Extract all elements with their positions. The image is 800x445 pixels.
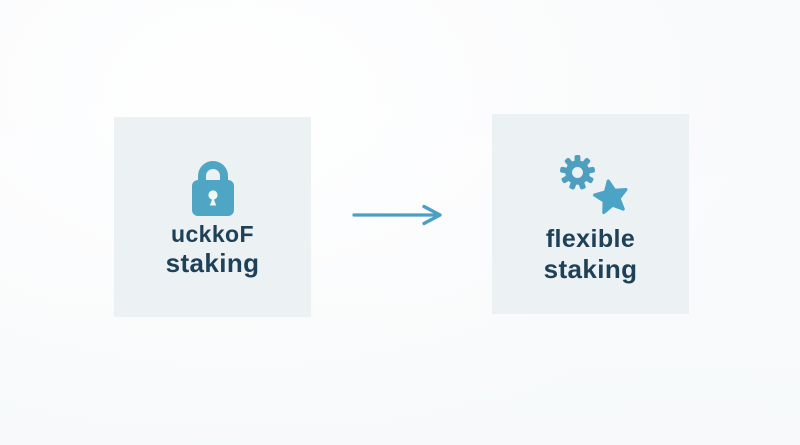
locked-staking-label: uckkoF staking [114,221,311,278]
flexible-staking-label-line1: flexible [545,225,636,253]
star-icon [592,178,630,215]
flexible-staking-label-line2: staking [543,254,638,284]
arrow-right-icon [352,204,444,226]
flexible-icons-cluster [492,114,689,224]
locked-staking-label-line2: staking [165,248,260,278]
gear-icon [558,153,597,192]
locked-staking-label-line1: uckkoF [171,221,254,247]
lock-icon [190,158,236,218]
flexible-staking-card: flexible staking [492,114,689,314]
flexible-staking-label: flexible staking [492,224,689,284]
locked-staking-card: uckkoF staking [114,117,311,317]
